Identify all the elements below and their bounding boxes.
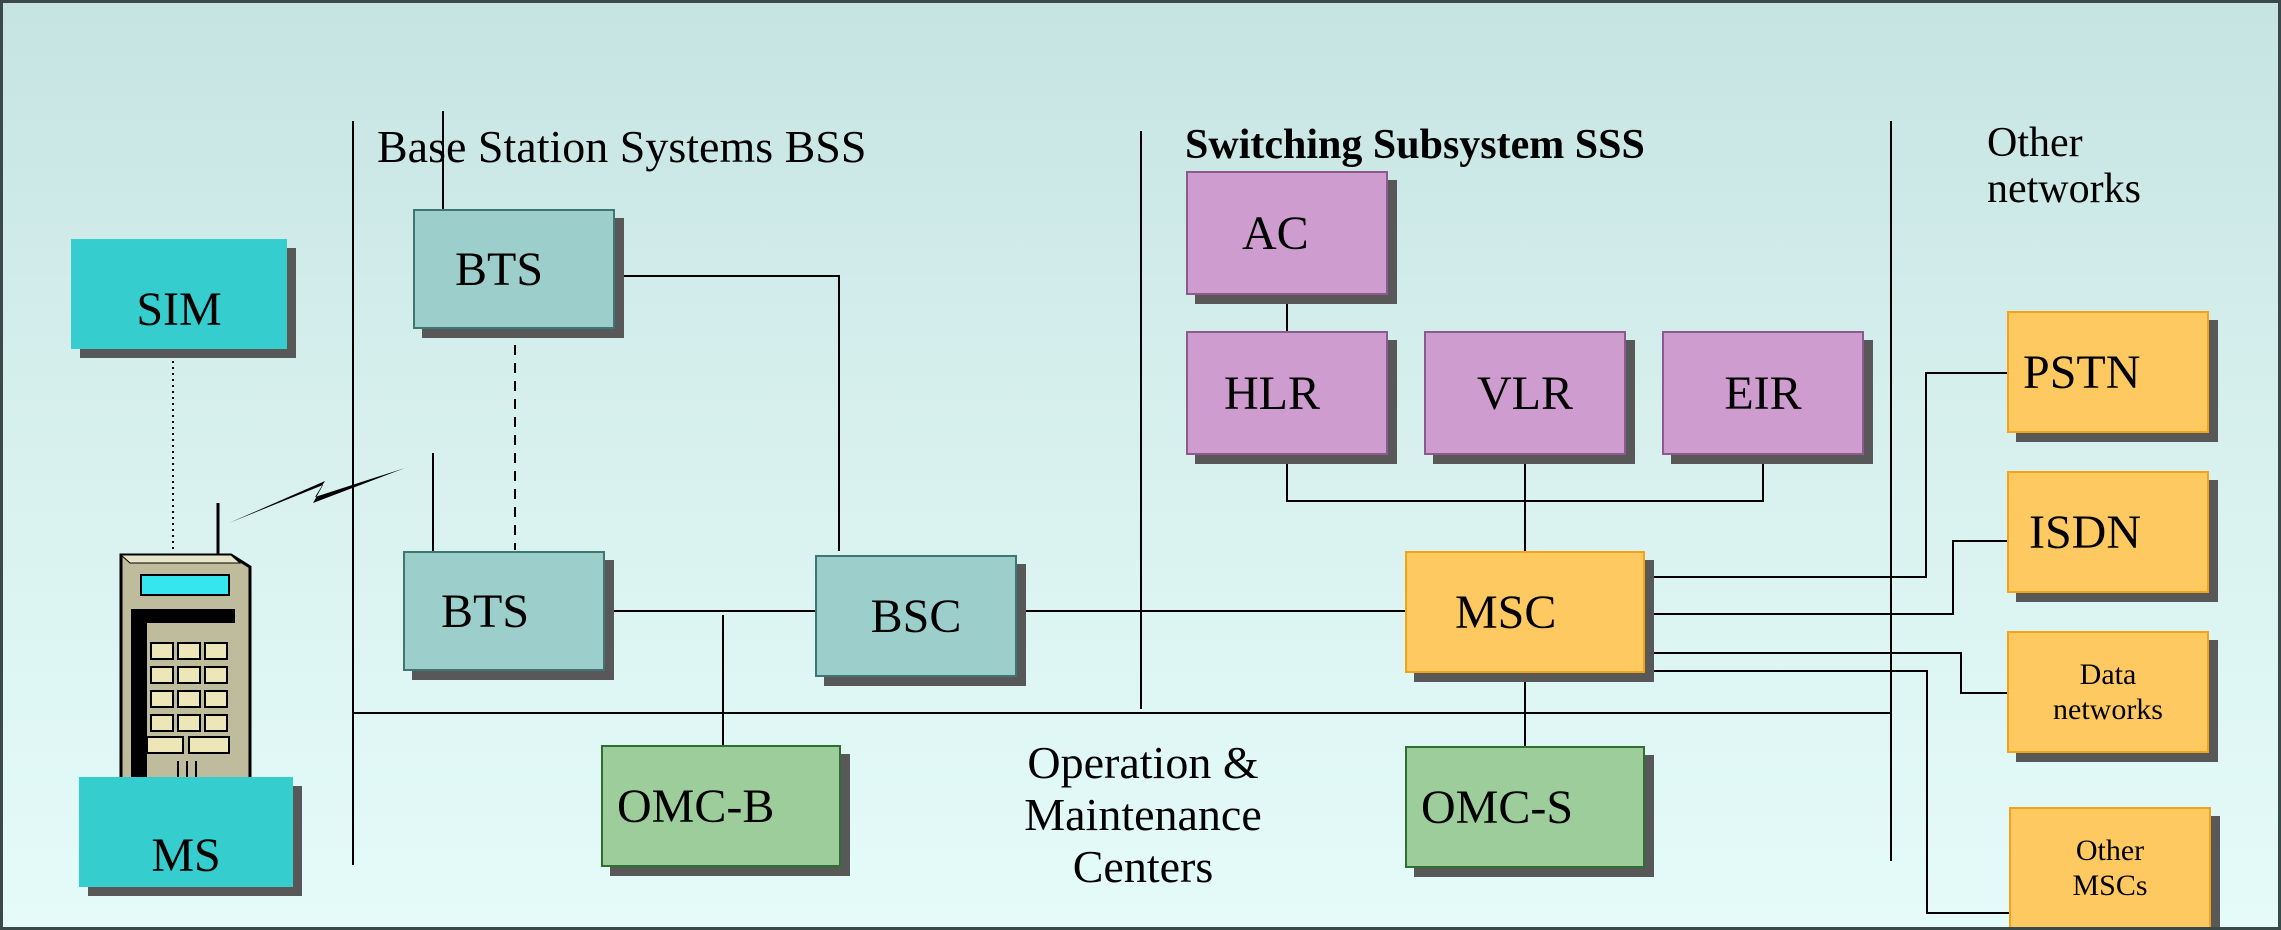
bts-top-box: BTS — [413, 209, 615, 329]
radio-link-icon — [229, 468, 405, 523]
isdn-box: ISDN — [2007, 471, 2209, 593]
section-label-sss: Switching Subsystem SSS — [1185, 122, 1645, 168]
ac-box: AC — [1186, 171, 1388, 295]
sim-box: SIM — [71, 239, 287, 349]
other-mscs-box: Other MSCs — [2009, 807, 2211, 927]
eir-box: EIR — [1662, 331, 1864, 455]
connection-lines — [172, 111, 2009, 914]
mobile-phone-icon — [119, 503, 252, 807]
hlr-box: HLR — [1186, 331, 1388, 455]
section-label-omc: Operation & Maintenance Centers — [1024, 737, 1262, 892]
omc-s-box: OMC-S — [1405, 746, 1645, 868]
omc-b-box: OMC-B — [601, 745, 841, 867]
vlr-box: VLR — [1424, 331, 1626, 455]
pstn-box: PSTN — [2007, 311, 2209, 433]
ms-box: MS — [79, 777, 293, 887]
section-label-other-networks: Other networks — [1987, 120, 2141, 212]
bts-bottom-box: BTS — [403, 551, 605, 671]
bsc-box: BSC — [815, 555, 1017, 677]
msc-box: MSC — [1405, 551, 1645, 673]
section-label-bss: Base Station Systems BSS — [377, 121, 867, 172]
data-networks-box: Data networks — [2007, 631, 2209, 753]
